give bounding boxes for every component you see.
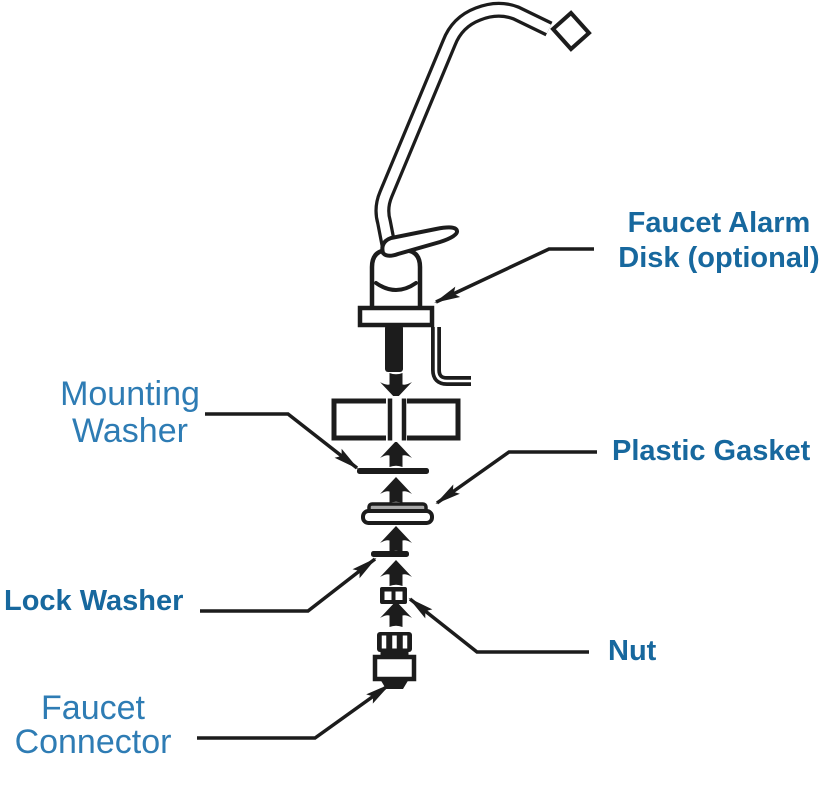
lock-washer-part	[371, 551, 409, 557]
faucet-connector-part	[372, 632, 417, 689]
mounting-washer-part	[357, 468, 429, 474]
faucet-body-seam	[374, 281, 418, 292]
leader-plastic-gasket	[435, 450, 597, 505]
label-faucet-connector: Faucet Connector	[6, 691, 180, 759]
assembly-arrow-up-5	[380, 601, 412, 627]
label-nut: Nut	[608, 635, 657, 667]
assembly-arrow-down	[380, 373, 412, 399]
leader-nut	[408, 597, 589, 654]
plastic-gasket-part	[361, 502, 434, 525]
leader-lock-washer	[200, 557, 377, 613]
label-mounting-washer: Mounting Washer	[40, 376, 220, 450]
sink-deck-block	[331, 396, 461, 442]
assembly-arrow-up-2	[380, 477, 412, 503]
label-faucet-connector-line1: Faucet	[41, 689, 145, 727]
faucet-spout	[374, 1, 592, 260]
faucet-stem	[385, 325, 403, 372]
leader-faucet-alarm-disk	[434, 247, 594, 304]
label-faucet-connector-line2: Connector	[14, 723, 172, 761]
leader-faucet-connector	[197, 683, 391, 740]
label-mounting-washer-line2: Washer	[72, 412, 188, 450]
nut-part	[380, 587, 407, 604]
assembly-arrow-up-1	[380, 441, 412, 467]
label-faucet-alarm-disk-line2: Disk (optional)	[618, 242, 820, 274]
assembly-arrow-up-4	[380, 560, 412, 586]
leader-mounting-washer	[205, 412, 359, 470]
label-plastic-gasket: Plastic Gasket	[612, 435, 811, 467]
faucet-base-plate	[357, 305, 435, 328]
label-faucet-alarm-disk-line1: Faucet Alarm	[627, 207, 811, 239]
assembly-arrow-up-3	[380, 526, 412, 552]
faucet-handle	[380, 225, 460, 258]
label-lock-washer: Lock Washer	[4, 585, 184, 617]
label-faucet-alarm-disk: Faucet Alarm Disk (optional)	[608, 206, 828, 276]
faucet-alarm-disk-tube	[431, 327, 471, 386]
label-mounting-washer-line1: Mounting	[60, 375, 200, 413]
faucet-aerator-tip	[550, 10, 592, 52]
faucet-body	[369, 247, 423, 317]
